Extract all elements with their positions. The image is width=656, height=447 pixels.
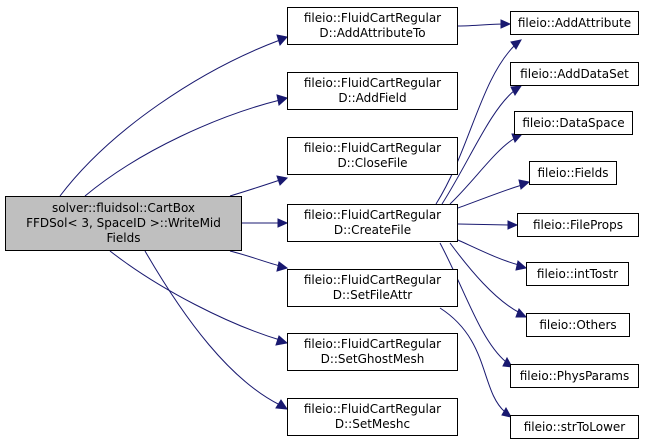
node-physparams[interactable]: fileio::PhysParams bbox=[510, 364, 639, 388]
arrow-createfile-to-physparams bbox=[502, 356, 513, 368]
node-adddataset-label: fileio::AddDataSet bbox=[520, 66, 629, 81]
node-others-label: fileio::Others bbox=[539, 317, 617, 332]
arrow-root-to-setghostmesh bbox=[275, 335, 289, 346]
node-createfile-line-1: fileio::FluidCartRegular bbox=[303, 208, 442, 222]
arrow-root-to-createfile bbox=[277, 218, 289, 228]
edge-root-to-setmeshc bbox=[144, 250, 281, 406]
node-physparams-label: fileio::PhysParams bbox=[519, 368, 630, 383]
arrow-createfile-to-addattribute bbox=[510, 39, 522, 50]
node-closefile-line-2: D::CloseFile bbox=[337, 156, 408, 170]
node-setghostmesh[interactable]: fileio::FluidCartRegular D::SetGhostMesh bbox=[287, 333, 458, 371]
node-root-line-2: FFDSol< 3, SpaceID >::WriteMid bbox=[26, 216, 221, 230]
edge-setfileattr-to-strtolower bbox=[439, 307, 506, 413]
edge-createfile-to-others bbox=[449, 242, 521, 314]
node-createfile[interactable]: fileio::FluidCartRegular D::CreateFile bbox=[287, 204, 458, 242]
arrow-setfileattr-to-strtolower bbox=[501, 406, 512, 418]
node-fields-label: fileio::Fields bbox=[537, 165, 609, 180]
node-setfileattr[interactable]: fileio::FluidCartRegular D::SetFileAttr bbox=[287, 269, 458, 307]
node-fields[interactable]: fileio::Fields bbox=[529, 161, 617, 185]
edge-root-to-addfield bbox=[84, 99, 281, 197]
edge-createfile-to-addattribute bbox=[435, 44, 516, 205]
edge-createfile-to-physparams bbox=[439, 242, 507, 363]
arrow-root-to-addfield bbox=[276, 94, 289, 106]
node-setmeshc-line-1: fileio::FluidCartRegular bbox=[303, 402, 442, 416]
node-dataspace-label: fileio::DataSpace bbox=[522, 115, 625, 130]
node-root-writemidfields[interactable]: solver::fluidsol::CartBox FFDSol< 3, Spa… bbox=[5, 196, 242, 251]
node-addfield-line-2: D::AddField bbox=[338, 91, 407, 105]
node-fileprops[interactable]: fileio::FileProps bbox=[517, 213, 639, 237]
node-setghostmesh-line-1: fileio::FluidCartRegular bbox=[303, 337, 442, 351]
edge-createfile-to-adddataset bbox=[441, 89, 516, 205]
node-closefile-line-1: fileio::FluidCartRegular bbox=[303, 141, 442, 155]
node-addattributeto[interactable]: fileio::FluidCartRegular D::AddAttribute… bbox=[287, 7, 458, 45]
arrow-root-to-addattributeto bbox=[276, 34, 288, 47]
edge-createfile-to-fields bbox=[457, 184, 523, 209]
node-setfileattr-line-2: D::SetFileAttr bbox=[332, 288, 413, 302]
node-inttostr[interactable]: fileio::intTostr bbox=[526, 262, 629, 286]
edge-addattributeto-to-addattribute bbox=[457, 23, 504, 27]
node-others[interactable]: fileio::Others bbox=[526, 313, 630, 337]
node-dataspace[interactable]: fileio::DataSpace bbox=[514, 111, 633, 135]
node-closefile[interactable]: fileio::FluidCartRegular D::CloseFile bbox=[287, 137, 458, 175]
node-strtolower[interactable]: fileio::strToLower bbox=[510, 415, 639, 439]
arrow-createfile-to-fields bbox=[518, 179, 531, 190]
node-addfield-line-1: fileio::FluidCartRegular bbox=[303, 76, 442, 90]
arrow-createfile-to-inttostr bbox=[515, 260, 528, 271]
node-inttostr-label: fileio::intTostr bbox=[536, 266, 619, 281]
arrow-addattributeto-to-addattribute bbox=[500, 19, 512, 29]
node-fileprops-label: fileio::FileProps bbox=[532, 217, 624, 232]
arrow-createfile-to-adddataset bbox=[510, 85, 523, 96]
edge-root-to-addattributeto bbox=[59, 39, 281, 197]
node-setmeshc[interactable]: fileio::FluidCartRegular D::SetMeshc bbox=[287, 398, 458, 436]
node-addattributeto-line-1: fileio::FluidCartRegular bbox=[303, 11, 442, 25]
arrow-root-to-setmeshc bbox=[275, 399, 288, 410]
arrow-createfile-to-dataspace bbox=[511, 133, 524, 143]
edge-createfile-to-inttostr bbox=[457, 239, 520, 266]
node-adddataset[interactable]: fileio::AddDataSet bbox=[510, 62, 639, 86]
node-createfile-line-2: D::CreateFile bbox=[333, 223, 412, 237]
node-setmeshc-line-2: D::SetMeshc bbox=[334, 417, 411, 431]
node-root-line-1: solver::fluidsol::CartBox bbox=[51, 201, 196, 215]
node-addfield[interactable]: fileio::FluidCartRegular D::AddField bbox=[287, 72, 458, 110]
arrow-root-to-setfileattr bbox=[276, 261, 289, 272]
edge-createfile-to-fileprops bbox=[457, 223, 511, 226]
node-setghostmesh-line-2: D::SetGhostMesh bbox=[320, 352, 425, 366]
node-addattribute[interactable]: fileio::AddAttribute bbox=[510, 11, 639, 35]
node-addattributeto-line-2: D::AddAttributeTo bbox=[319, 26, 426, 40]
edge-root-to-closefile bbox=[229, 179, 281, 197]
arrow-createfile-to-others bbox=[515, 308, 528, 318]
edge-createfile-to-dataspace bbox=[449, 137, 516, 205]
arrow-root-to-closefile bbox=[276, 175, 289, 186]
arrow-createfile-to-fileprops bbox=[507, 220, 519, 230]
node-strtolower-label: fileio::strToLower bbox=[523, 419, 626, 434]
node-setfileattr-line-1: fileio::FluidCartRegular bbox=[303, 273, 442, 287]
edge-root-to-setghostmesh bbox=[109, 250, 281, 341]
edge-root-to-setfileattr bbox=[229, 250, 281, 267]
node-addattribute-label: fileio::AddAttribute bbox=[517, 15, 632, 30]
node-root-line-3: Fields bbox=[106, 231, 141, 245]
